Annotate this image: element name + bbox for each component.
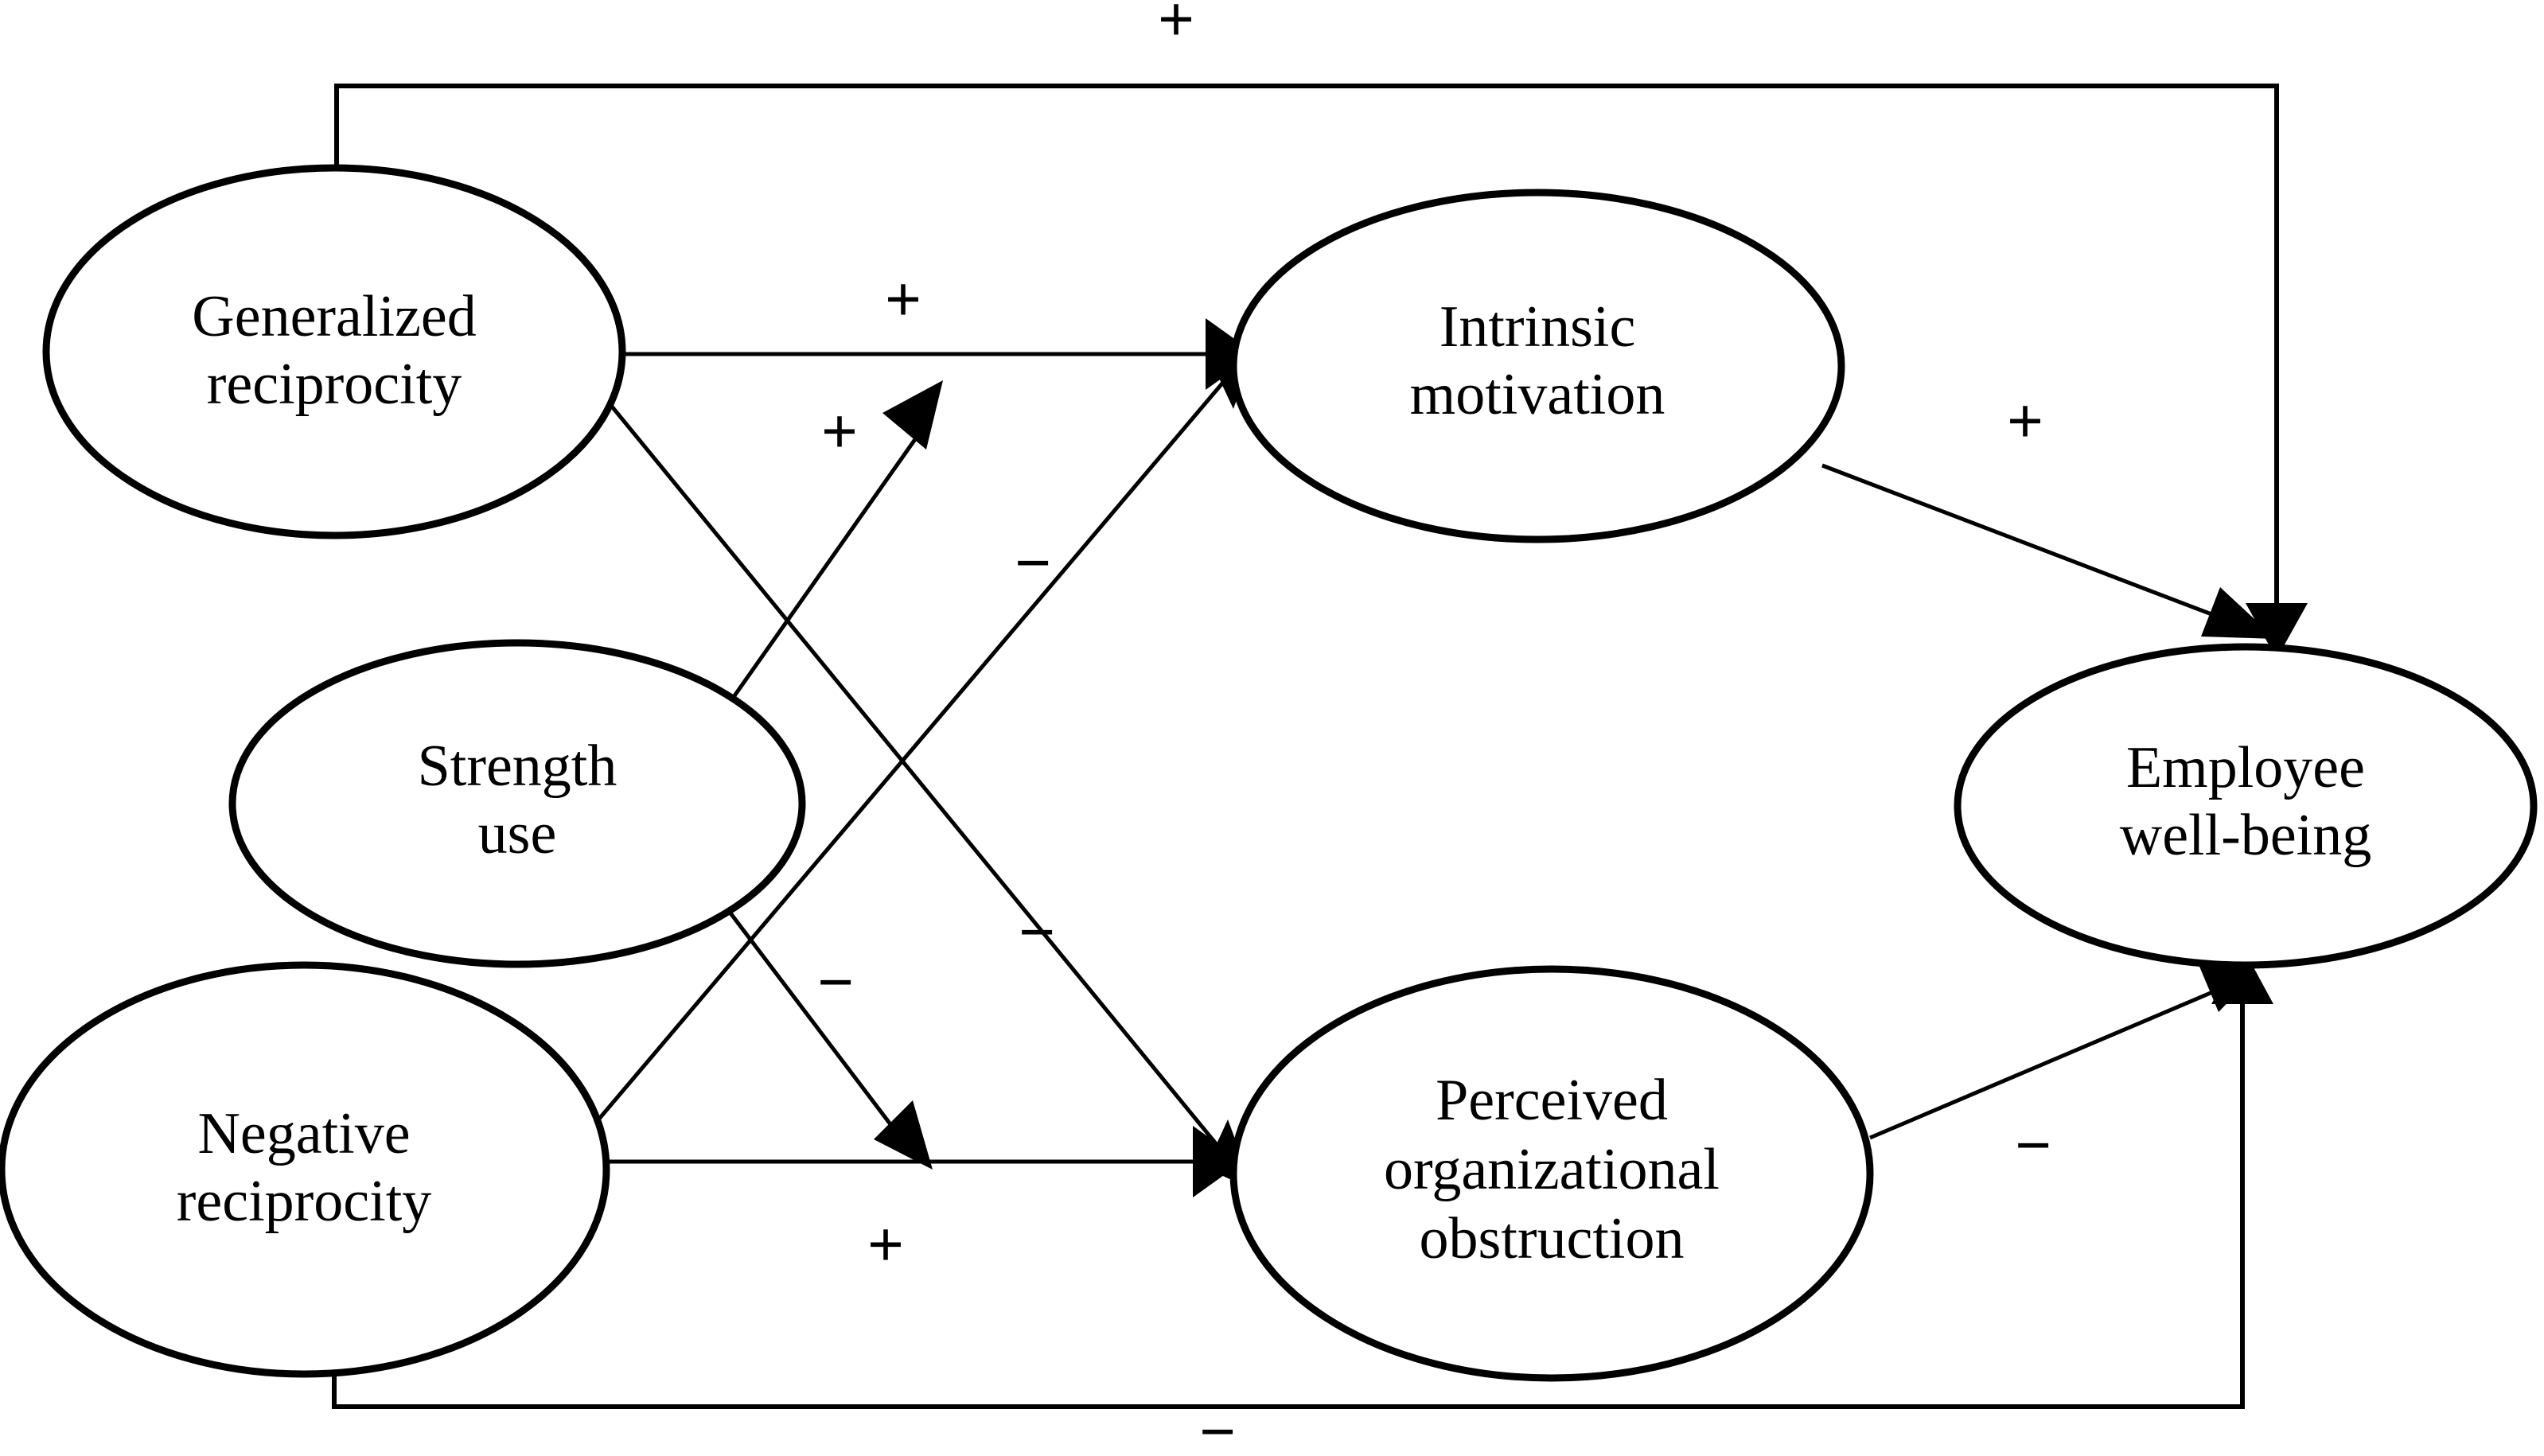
su-to-poo-line	[712, 890, 899, 1135]
node-intrinsic-motivation[interactable]: Intrinsic motivation	[1229, 189, 1845, 543]
generalized-reciprocity-label-line1: Generalized	[192, 284, 476, 349]
node-perceived-organizational-obstruction[interactable]: Perceived organizational obstruction	[1229, 965, 1874, 1382]
sign-label-nr-im: −	[1019, 897, 1055, 967]
perceived-organizational-obstruction-label-line1: Perceived	[1436, 1068, 1668, 1133]
edge-poo-to-ewb	[1869, 963, 2257, 1140]
edge-gr-to-im	[620, 318, 1256, 390]
negative-reciprocity-label-line1: Negative	[197, 1101, 410, 1166]
sign-label-top-direct: +	[1158, 0, 1194, 54]
edge-su-to-poo	[712, 890, 933, 1170]
strength-use-label-line1: Strength	[418, 734, 617, 799]
nr-to-im-line	[585, 372, 1232, 1135]
perceived-organizational-obstruction-label-line3: obstruction	[1420, 1206, 1685, 1271]
perceived-organizational-obstruction-ellipse[interactable]	[1229, 965, 1874, 1382]
intrinsic-motivation-ellipse[interactable]	[1229, 189, 1845, 543]
gr-to-ewb-direct-arrowhead	[2246, 603, 2308, 659]
employee-well-being-ellipse[interactable]	[1954, 643, 2538, 969]
edge-nr-to-poo	[604, 1126, 1243, 1197]
poo-to-ewb-line	[1869, 988, 2217, 1140]
strength-use-label-line2: use	[478, 801, 557, 866]
edge-im-to-ewb	[1821, 463, 2276, 639]
sign-label-im-ewb: +	[2007, 386, 2043, 456]
intrinsic-motivation-label-line1: Intrinsic	[1440, 294, 1636, 360]
gr-to-poo-line	[603, 396, 1227, 1157]
intrinsic-motivation-label-line2: motivation	[1410, 362, 1665, 427]
su-to-im-arrowhead	[882, 380, 943, 450]
sign-label-su-im: +	[821, 396, 858, 466]
node-employee-well-being[interactable]: Employee well-being	[1954, 643, 2538, 969]
poo-to-ewb-arrowhead	[2198, 963, 2257, 1012]
gr-to-ewb-direct-line	[334, 84, 2279, 633]
node-strength-use[interactable]: Strength use	[228, 639, 806, 968]
node-negative-reciprocity[interactable]: Negative reciprocity	[0, 961, 610, 1378]
su-to-poo-arrowhead	[874, 1100, 933, 1170]
perceived-organizational-obstruction-label-line2: organizational	[1384, 1137, 1720, 1202]
employee-well-being-label-line2: well-being	[2120, 803, 2371, 868]
nr-to-ewb-direct-line	[332, 991, 2245, 1409]
sign-label-nr-poo: +	[867, 1209, 904, 1279]
nr-to-poo-arrowhead	[1193, 1126, 1243, 1197]
sign-label-su-poo: −	[817, 947, 854, 1017]
sign-label-gr-poo: −	[1015, 528, 1051, 598]
su-to-im-line	[718, 432, 921, 718]
sign-label-bottom-direct: −	[1199, 1396, 1236, 1456]
negative-reciprocity-ellipse[interactable]	[0, 961, 610, 1378]
im-to-ewb-arrowhead	[2201, 587, 2276, 639]
edge-su-to-im	[718, 380, 943, 718]
im-to-ewb-line	[1821, 463, 2229, 623]
generalized-reciprocity-label-line2: reciprocity	[207, 352, 462, 417]
sign-label-poo-ewb: −	[2015, 1110, 2051, 1180]
edge-gr-to-ewb-direct	[334, 84, 2308, 659]
strength-use-ellipse[interactable]	[228, 639, 806, 968]
node-generalized-reciprocity[interactable]: Generalized reciprocity	[42, 164, 626, 539]
generalized-reciprocity-ellipse[interactable]	[42, 164, 626, 539]
employee-well-being-label-line1: Employee	[2126, 735, 2365, 800]
negative-reciprocity-label-line2: reciprocity	[177, 1169, 432, 1234]
sign-label-gr-im: +	[885, 264, 921, 334]
